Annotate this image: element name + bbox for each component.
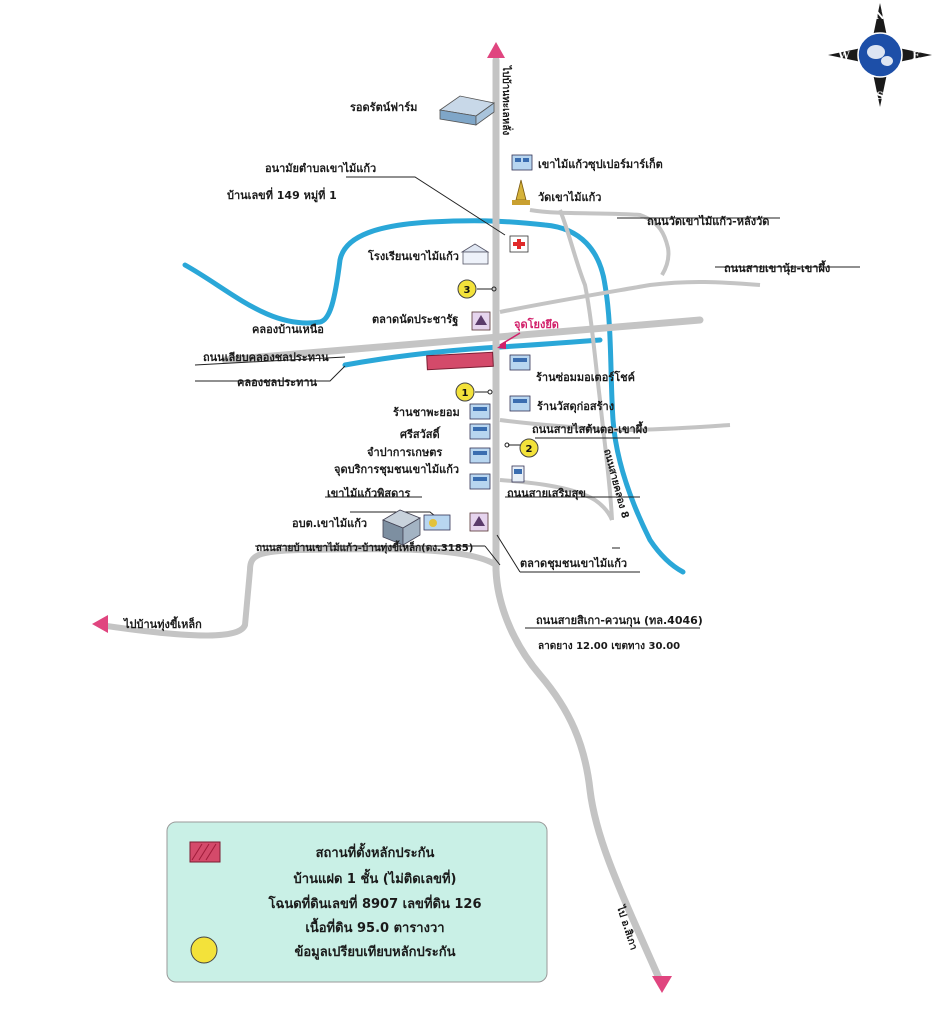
tea-shop-icon [469,403,491,420]
community-service-icon [469,473,491,490]
leader-lines [194,176,860,629]
legend-line-3: โฉนดที่ดินเลขที่ 8907 เลขที่ดิน 126 [267,894,481,912]
comparison-marker-2: 2 [504,438,539,458]
label-tea-shop: ร้านชาพะยอม [393,406,460,419]
label-health-center: อนามัยตำบลเขาไม้แก้ว [265,161,376,175]
obt-building-icon [382,509,421,546]
main-road-north [492,56,666,989]
road-saitontor [499,418,731,433]
label-road-temple: ถนนวัดเขาไม้แก้ว-หลังวัด [647,214,769,228]
compass-s: S [876,91,883,102]
material-shop-icon [509,395,531,412]
farm-icon [438,95,495,126]
label-farm-store: จำปาการเกษตร [367,446,442,459]
label-phisadan: เขาไม้แก้วพิสดาร [327,486,410,500]
label-address: บ้านเลขที่ 149 หมู่ที่ 1 [227,187,337,203]
label-canal-irrigation: คลองชลประทาน [237,376,318,389]
temple-icon [512,179,530,205]
road-soemsuk [499,478,614,521]
road-3185 [97,546,499,639]
label-market-pracharat: ตลาดนัดประชารัฐ [372,313,458,327]
legend-swatch-hatch [191,843,217,861]
road-temple [529,208,671,277]
comparison-marker-3: 3 [457,279,497,299]
market-pracharat-icon [471,311,491,331]
label-road-saitontor: ถนนสายไสต้นตอ-เขาผึ้ง [532,421,648,436]
label-sriswat: ศรีสวัสดิ์ [400,426,441,441]
legend-property-swatch [189,841,221,863]
label-road-soemsuk: ถนนสายเสริมสุข [507,487,586,501]
compass-rose: N S E W [828,3,932,107]
comparison-marker-1: 1 [455,382,493,402]
legend-line-5: ข้อมูลเปรียบเทียบหลักประกัน [294,944,455,960]
community-market-icon [469,512,489,532]
school-icon [460,243,490,265]
compass-e: E [912,51,920,62]
road-khlong8 [558,209,614,521]
legend-line-2: บ้านแฝด 1 ชั้น (ไม่ติดเลขที่) [294,868,457,887]
label-temple: วัดเขาไม้แก้ว [538,190,602,204]
label-school: โรงเรียนเขาไม้แก้ว [367,249,459,263]
compass-w: W [837,51,850,62]
landmark-arrowhead-icon [497,341,506,349]
marker-3-number: 3 [464,285,471,296]
label-material-shop: ร้านวัสดุก่อสร้าง [537,400,614,414]
compass-n: N [875,11,884,22]
arrow-north-icon [487,42,505,58]
arrow-west-icon [92,615,108,633]
label-landmark: จุดโยงยึด [514,317,559,332]
arrow-south-icon [652,976,672,993]
marker-2-number: 2 [526,444,533,455]
property-location-marker [426,351,494,371]
farm-store-icon [469,447,491,464]
label-road-3185: ถนนสายบ้านเขาไม้แก้ว-บ้านทุ่งขี้เหล็ก(ตง… [256,540,473,554]
legend-line-1: สถานที่ตั้งหลักประกัน [316,842,435,861]
label-road-canal: ถนนเลียบคลองชลประทาน [203,351,329,364]
label-canal-north: คลองบ้านเหนือ [252,323,324,336]
label-farm: รอดรัตน์ฟาร์ม [350,101,417,114]
phisadan-icon [423,514,451,531]
label-motor-shop: ร้านซ่อมมอเตอร์โชค์ [536,370,635,384]
label-road-khaonui: ถนนสายเขานุ้ย-เขาผึ้ง [724,260,830,276]
label-road-4046: ถนนสายสิเกา-ควนกุน (ทล.4046) [536,614,703,628]
road-canal-side [221,316,704,364]
label-community-service: จุดบริการชุมชนเขาไม้แก้ว [334,462,459,477]
landmark-arrow [499,332,521,346]
canal-north-river [182,218,686,575]
sriswat-icon [469,423,491,440]
motor-shop-icon [509,354,531,371]
road-khaonui [499,279,761,314]
legend-box: สถานที่ตั้งหลักประกัน บ้านแฝด 1 ชั้น (ไม… [166,821,548,983]
legend-line-4: เนื้อที่ดิน 95.0 ตารางวา [305,917,444,936]
label-supermarket: เขาไม้แก้วซุปเปอร์มาร์เก็ต [538,157,663,172]
legend-comparison-swatch [190,936,218,964]
label-community-market: ตลาดชุมชนเขาไม้แก้ว [520,556,627,571]
label-obt: อบต.เขาไม้แก้ว [292,516,367,530]
supermarket-icon [511,154,533,171]
gas-station-icon [511,465,525,483]
label-road-north: ไปบ้านทะเลหลั่ง [500,65,514,135]
label-to-thungkhilek: ไปบ้านทุ่งขี้เหล็ก [122,616,202,632]
label-road-width: ลาดยาง 12.00 เขตทาง 30.00 [538,641,680,652]
health-center-icon [509,235,529,253]
marker-1-number: 1 [462,388,469,399]
